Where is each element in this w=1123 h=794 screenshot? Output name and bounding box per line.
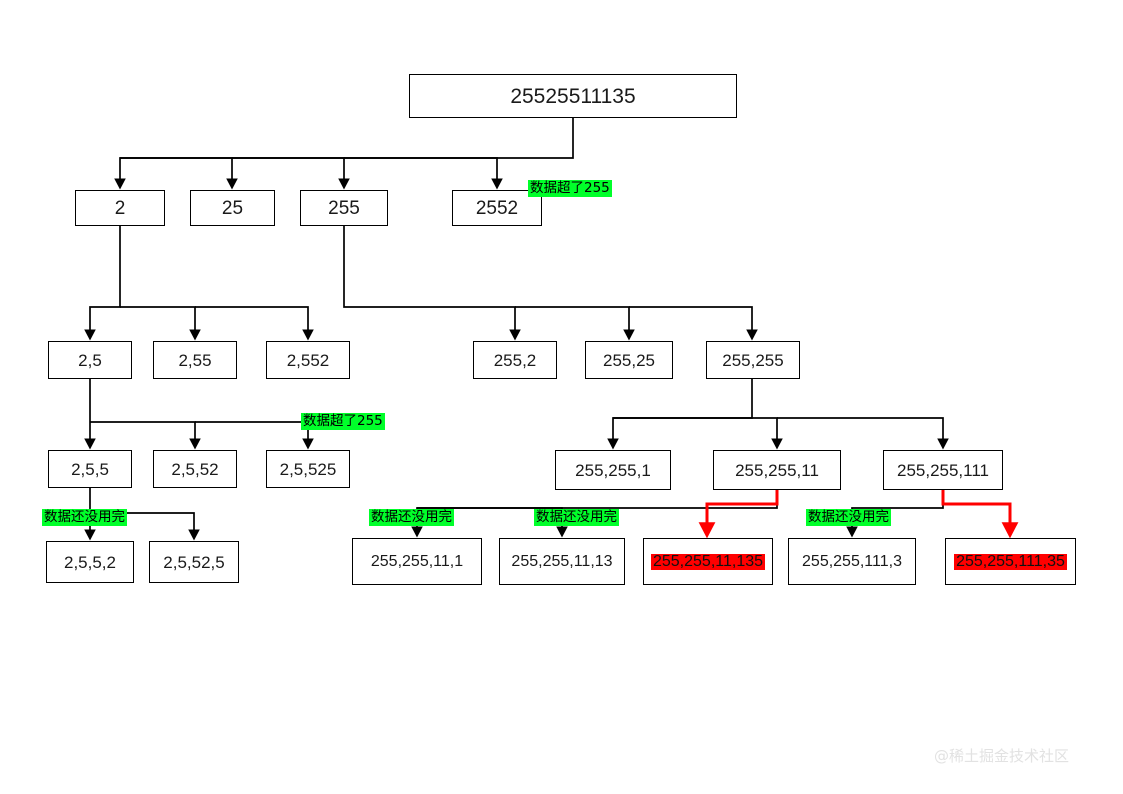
node-label: 255,255,111,35 (954, 552, 1067, 570)
node-root[interactable]: 25525511135 (409, 74, 737, 118)
note-overflow-2552: 数据超了255 (528, 180, 612, 197)
edge-error-n255-255-111 (941, 490, 1019, 539)
node-255-25[interactable]: 255,25 (585, 341, 673, 379)
node-label: 2,5 (78, 350, 102, 370)
node-2-5-52[interactable]: 2,5,52 (153, 450, 237, 488)
watermark: @稀土掘金技术社区 (934, 747, 1070, 765)
node-2552[interactable]: 2552 (452, 190, 542, 226)
node-255-255-11-1[interactable]: 255,255,11,1 (352, 538, 482, 585)
node-2-5[interactable]: 2,5 (48, 341, 132, 379)
node-2-5-5[interactable]: 2,5,5 (48, 450, 132, 488)
node-label: 2,552 (286, 350, 330, 370)
node-label: 255,255,11,1 (370, 552, 464, 570)
edge-root-to-level1 (114, 118, 574, 190)
node-2-5-52-5[interactable]: 2,5,52,5 (149, 541, 239, 583)
node-255-255[interactable]: 255,255 (706, 341, 800, 379)
node-2[interactable]: 2 (75, 190, 165, 226)
note-remain-255-255-111-3: 数据还没用完 (806, 509, 891, 526)
node-label: 255,255,11 (735, 460, 819, 480)
note-overflow-2-5: 数据超了255 (301, 413, 385, 430)
node-255-255-111[interactable]: 255,255,111 (883, 450, 1003, 490)
node-label: 2 (114, 197, 126, 219)
node-25[interactable]: 25 (190, 190, 275, 226)
node-255-255-11[interactable]: 255,255,11 (713, 450, 841, 490)
node-2-55[interactable]: 2,55 (153, 341, 237, 379)
node-label: 2552 (475, 197, 519, 219)
node-label: 2,5,5 (71, 459, 109, 479)
node-label: 2,5,52 (171, 459, 219, 479)
node-label: 255,255,111,3 (802, 552, 902, 570)
node-label: 255,255,11,13 (511, 552, 613, 570)
node-label: 25 (221, 197, 244, 219)
edge-n2-5-to-children (84, 379, 314, 450)
node-2-5-525[interactable]: 2,5,525 (266, 450, 350, 488)
node-label: 25525511135 (510, 84, 636, 108)
node-label: 255,255,11,135 (650, 552, 766, 570)
note-remain-2-5-5: 数据还没用完 (42, 509, 127, 526)
node-label: 255,255 (722, 350, 784, 370)
edge-error-n255-255-11 (698, 490, 779, 539)
node-255-255-11-135[interactable]: 255,255,11,135 (643, 538, 773, 585)
node-255-255-11-13[interactable]: 255,255,11,13 (499, 538, 625, 585)
node-255-255-111-3[interactable]: 255,255,111,3 (788, 538, 916, 585)
note-remain-255-255-11-13: 数据还没用完 (534, 509, 619, 526)
node-2-552[interactable]: 2,552 (266, 341, 350, 379)
node-2-5-5-2[interactable]: 2,5,5,2 (46, 541, 134, 583)
note-remain-255-255-11-1: 数据还没用完 (369, 509, 454, 526)
node-255-255-1[interactable]: 255,255,1 (555, 450, 671, 490)
node-label: 2,5,525 (279, 459, 337, 479)
node-label: 255,255,111 (896, 460, 989, 480)
node-label: 255,2 (493, 350, 537, 370)
node-label: 255,255,1 (575, 460, 651, 480)
edge-n255-to-children (343, 226, 758, 341)
node-label: 255 (328, 197, 360, 219)
node-label: 2,5,52,5 (163, 552, 225, 572)
node-255[interactable]: 255 (300, 190, 388, 226)
edge-n255-255-to-children (607, 379, 949, 450)
node-255-255-111-35[interactable]: 255,255,111,35 (945, 538, 1076, 585)
node-label: 2,55 (178, 350, 212, 370)
edge-n2-to-children (84, 226, 314, 341)
node-label: 255,25 (603, 350, 655, 370)
node-255-2[interactable]: 255,2 (473, 341, 557, 379)
node-label: 2,5,5,2 (64, 552, 116, 572)
